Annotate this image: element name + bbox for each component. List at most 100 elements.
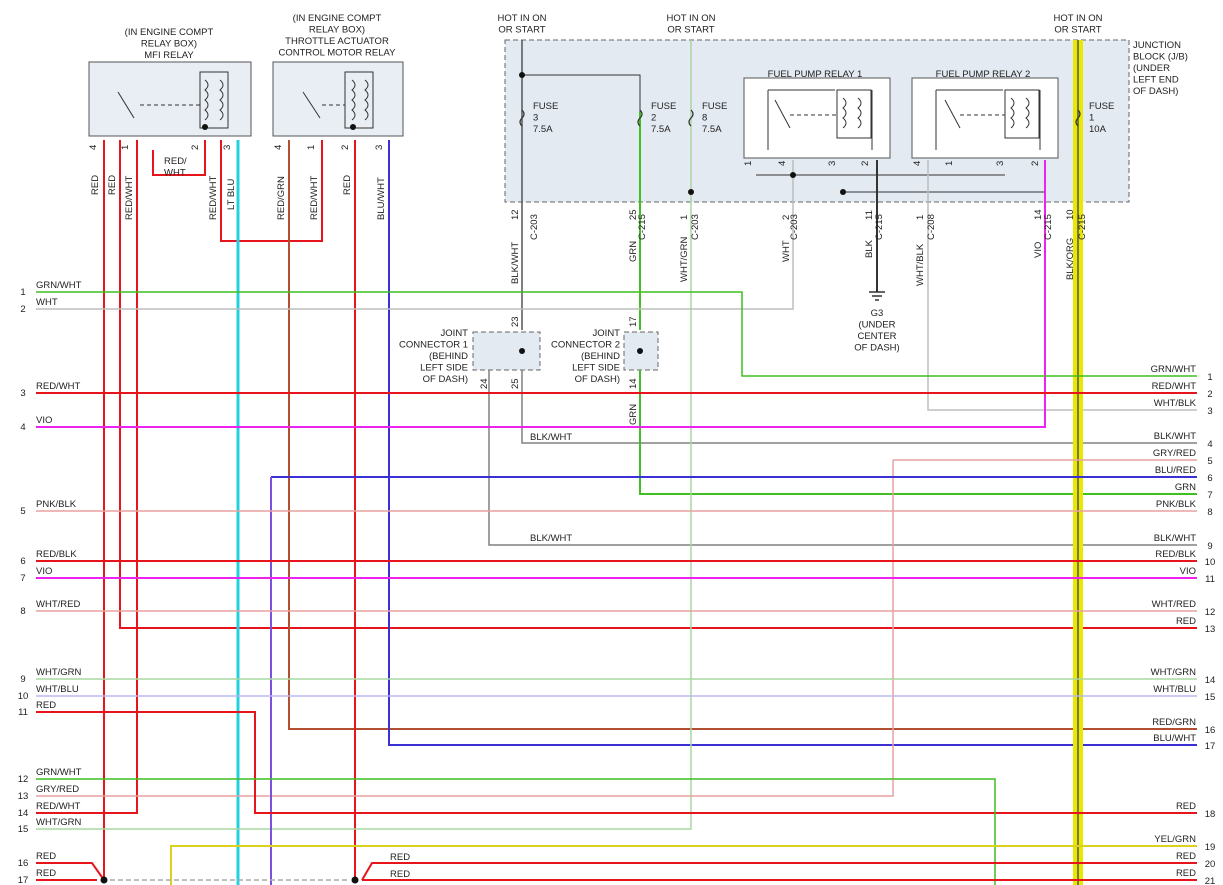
right-row-label: BLK/WHT <box>1154 533 1196 544</box>
junction-wires <box>36 40 1197 885</box>
right-row-label: RED <box>1176 851 1196 862</box>
left-row-number: 13 <box>18 791 29 802</box>
right-row-label: RED <box>1176 868 1196 879</box>
left-row-number: 16 <box>18 858 29 869</box>
left-row-number: 5 <box>20 506 25 517</box>
wire-color-label: RED <box>107 175 118 195</box>
wire-color-label: BLK/WHT <box>510 242 521 284</box>
wire-color-label: BLK <box>864 239 875 258</box>
right-row-number: 17 <box>1205 741 1216 752</box>
right-row-number: 19 <box>1205 842 1216 853</box>
wire-color-label: BLK/ORG <box>1065 238 1076 280</box>
right-row-number: 11 <box>1205 574 1215 585</box>
right-row-number: 7 <box>1207 490 1212 501</box>
right-row-label: RED/GRN <box>1152 717 1196 728</box>
wire-color-label: BLK/WHT <box>530 533 572 544</box>
left-row-number: 3 <box>20 388 25 399</box>
right-row-label: WHT/GRN <box>1151 667 1197 678</box>
relay-pin-number: 3 <box>222 145 233 150</box>
fuel-pump-relay-1-title: FUEL PUMP RELAY 1 <box>768 69 863 80</box>
left-row-number: 6 <box>20 556 25 567</box>
left-row-number: 4 <box>20 422 25 433</box>
joint-pin: 25 <box>510 378 521 389</box>
right-row-label: BLU/RED <box>1155 465 1196 476</box>
right-row-number: 18 <box>1205 809 1216 820</box>
connector-pin: 11 <box>864 210 875 220</box>
left-row-label: RED <box>36 851 56 862</box>
left-row-number: 2 <box>20 304 25 315</box>
connector-pin: 25 <box>628 209 639 220</box>
right-row-number: 14 <box>1205 675 1216 686</box>
joint-pin: 17 <box>628 316 639 327</box>
connector-pin: 1 <box>679 215 690 220</box>
left-row-number: 7 <box>20 573 25 584</box>
right-row-number: 21 <box>1205 876 1216 885</box>
right-row-label: RED/BLK <box>1155 549 1196 560</box>
connector-pin: 12 <box>510 209 521 220</box>
wire-color-label: WHT/BLK <box>915 243 926 286</box>
right-row-label: RED <box>1176 616 1196 627</box>
connector-pin: 2 <box>781 215 792 220</box>
right-row-number: 13 <box>1205 624 1216 635</box>
right-row-label: YEL/GRN <box>1154 834 1196 845</box>
wire-color-label: RED <box>90 175 101 195</box>
horizontal-wires <box>36 291 1197 885</box>
wire-color-label: WHT/GRN <box>679 236 690 282</box>
left-row-label: GRY/RED <box>36 784 79 795</box>
right-row-number: 6 <box>1207 473 1212 484</box>
left-row-label: PNK/BLK <box>36 499 77 510</box>
relay-pin-number: 1 <box>120 145 131 150</box>
left-row-label: WHT/GRN <box>36 817 82 828</box>
right-row-label: BLU/WHT <box>1153 733 1196 744</box>
left-row-label: WHT/GRN <box>36 667 82 678</box>
right-row-number: 12 <box>1205 607 1216 618</box>
fuse-icons <box>519 109 1081 127</box>
relay-pin-number: 3 <box>827 161 838 166</box>
wire-color-label: GRN <box>628 241 639 262</box>
wire-color-label: LT BLU <box>226 179 237 210</box>
wire-color-label: RED/WHT <box>124 175 135 220</box>
right-row-number: 3 <box>1207 406 1212 417</box>
right-row-label: GRY/RED <box>1153 448 1196 459</box>
right-row-label: VIO <box>1180 566 1196 577</box>
wire-color-label: RED/GRN <box>276 176 287 220</box>
connector-id: C-203 <box>690 214 701 240</box>
fuel-pump-relay-2-title: FUEL PUMP RELAY 2 <box>936 69 1031 80</box>
right-row-number: 8 <box>1207 507 1212 518</box>
joint-pin: 23 <box>510 316 521 327</box>
connector-id: C-203 <box>789 214 800 240</box>
wire-color-label: RED/WHT <box>164 156 187 179</box>
relay-pin-number: 2 <box>860 161 871 166</box>
right-row-label: WHT/BLU <box>1153 684 1196 695</box>
relay-pin-number: 1 <box>944 161 955 166</box>
wire-color-label: GRN <box>628 404 639 425</box>
connector-id: C-215 <box>874 214 885 240</box>
relay-pin-number: 2 <box>340 145 351 150</box>
mfi-relay-box <box>88 61 252 137</box>
wire-color-label: RED/WHT <box>208 175 219 220</box>
wire-color-label: RED/WHT <box>309 175 320 220</box>
right-row-label: RED/WHT <box>1152 381 1197 392</box>
relay-pin-number: 4 <box>88 145 99 150</box>
right-row-number: 9 <box>1207 541 1212 552</box>
throttle-relay-box <box>272 61 404 137</box>
left-row-number: 14 <box>18 808 29 819</box>
left-row-number: 10 <box>18 691 29 702</box>
ground-icon <box>869 291 885 301</box>
connector-id: C-215 <box>1043 214 1054 240</box>
left-row-label: GRN/WHT <box>36 767 82 778</box>
wire-color-label: VIO <box>1033 242 1044 258</box>
left-row-number: 11 <box>18 707 28 718</box>
connector-id: C-215 <box>637 214 648 240</box>
left-row-label: WHT/RED <box>36 599 80 610</box>
